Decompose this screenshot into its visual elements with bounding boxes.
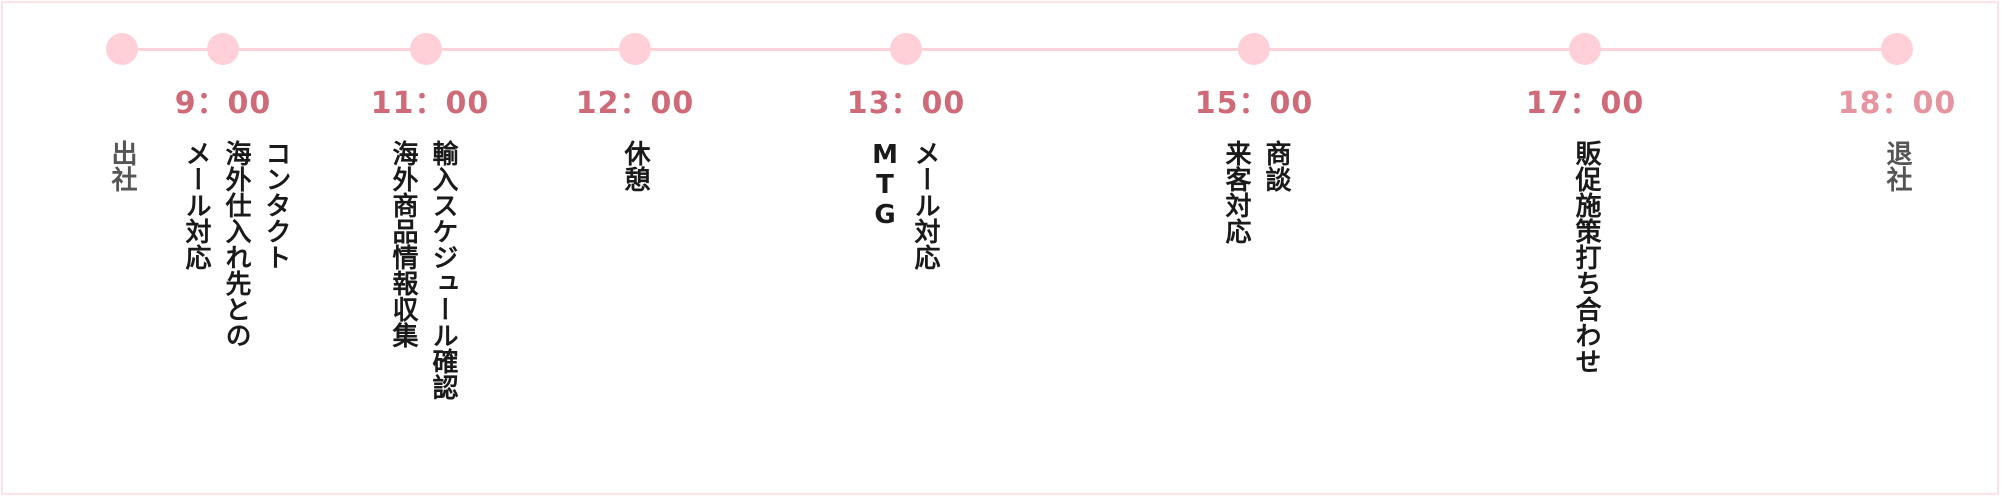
time-label-1100: 11：00 xyxy=(370,86,490,121)
timeline-dot-1300 xyxy=(890,33,922,65)
event-1700: 販促施策打ち合わせ xyxy=(1571,140,1601,374)
timeline-line xyxy=(122,48,1899,51)
time-label-1800: 18：00 xyxy=(1837,86,1957,121)
time-label-1700: 17：00 xyxy=(1525,86,1645,121)
timeline-dot-0900 xyxy=(207,33,239,65)
event-start: 出社 xyxy=(107,140,137,192)
time-label-1300: 13：00 xyxy=(846,86,966,121)
timeline-dot-1200 xyxy=(619,33,651,65)
event-1300: メール対応 MTG xyxy=(870,140,940,270)
time-label-1500: 15：00 xyxy=(1194,86,1314,121)
time-label-1200: 12：00 xyxy=(575,86,695,121)
timeline-dot-1700 xyxy=(1569,33,1601,65)
event-1200: 休憩 xyxy=(620,140,650,192)
timeline-dot-1100 xyxy=(410,33,442,65)
event-1800: 退社 xyxy=(1882,140,1912,192)
timeline-dot-start xyxy=(106,33,138,65)
event-1500: 商談 来客対応 xyxy=(1221,140,1291,244)
timeline-dot-1800 xyxy=(1881,33,1913,65)
event-0900: コンタクト 海外仕入れ先との メール対応 xyxy=(181,140,291,348)
event-1100: 輸入スケジュール確認 海外商品情報収集 xyxy=(388,140,458,400)
timeline-dot-1500 xyxy=(1238,33,1270,65)
time-label-0900: 9：00 xyxy=(174,86,272,121)
